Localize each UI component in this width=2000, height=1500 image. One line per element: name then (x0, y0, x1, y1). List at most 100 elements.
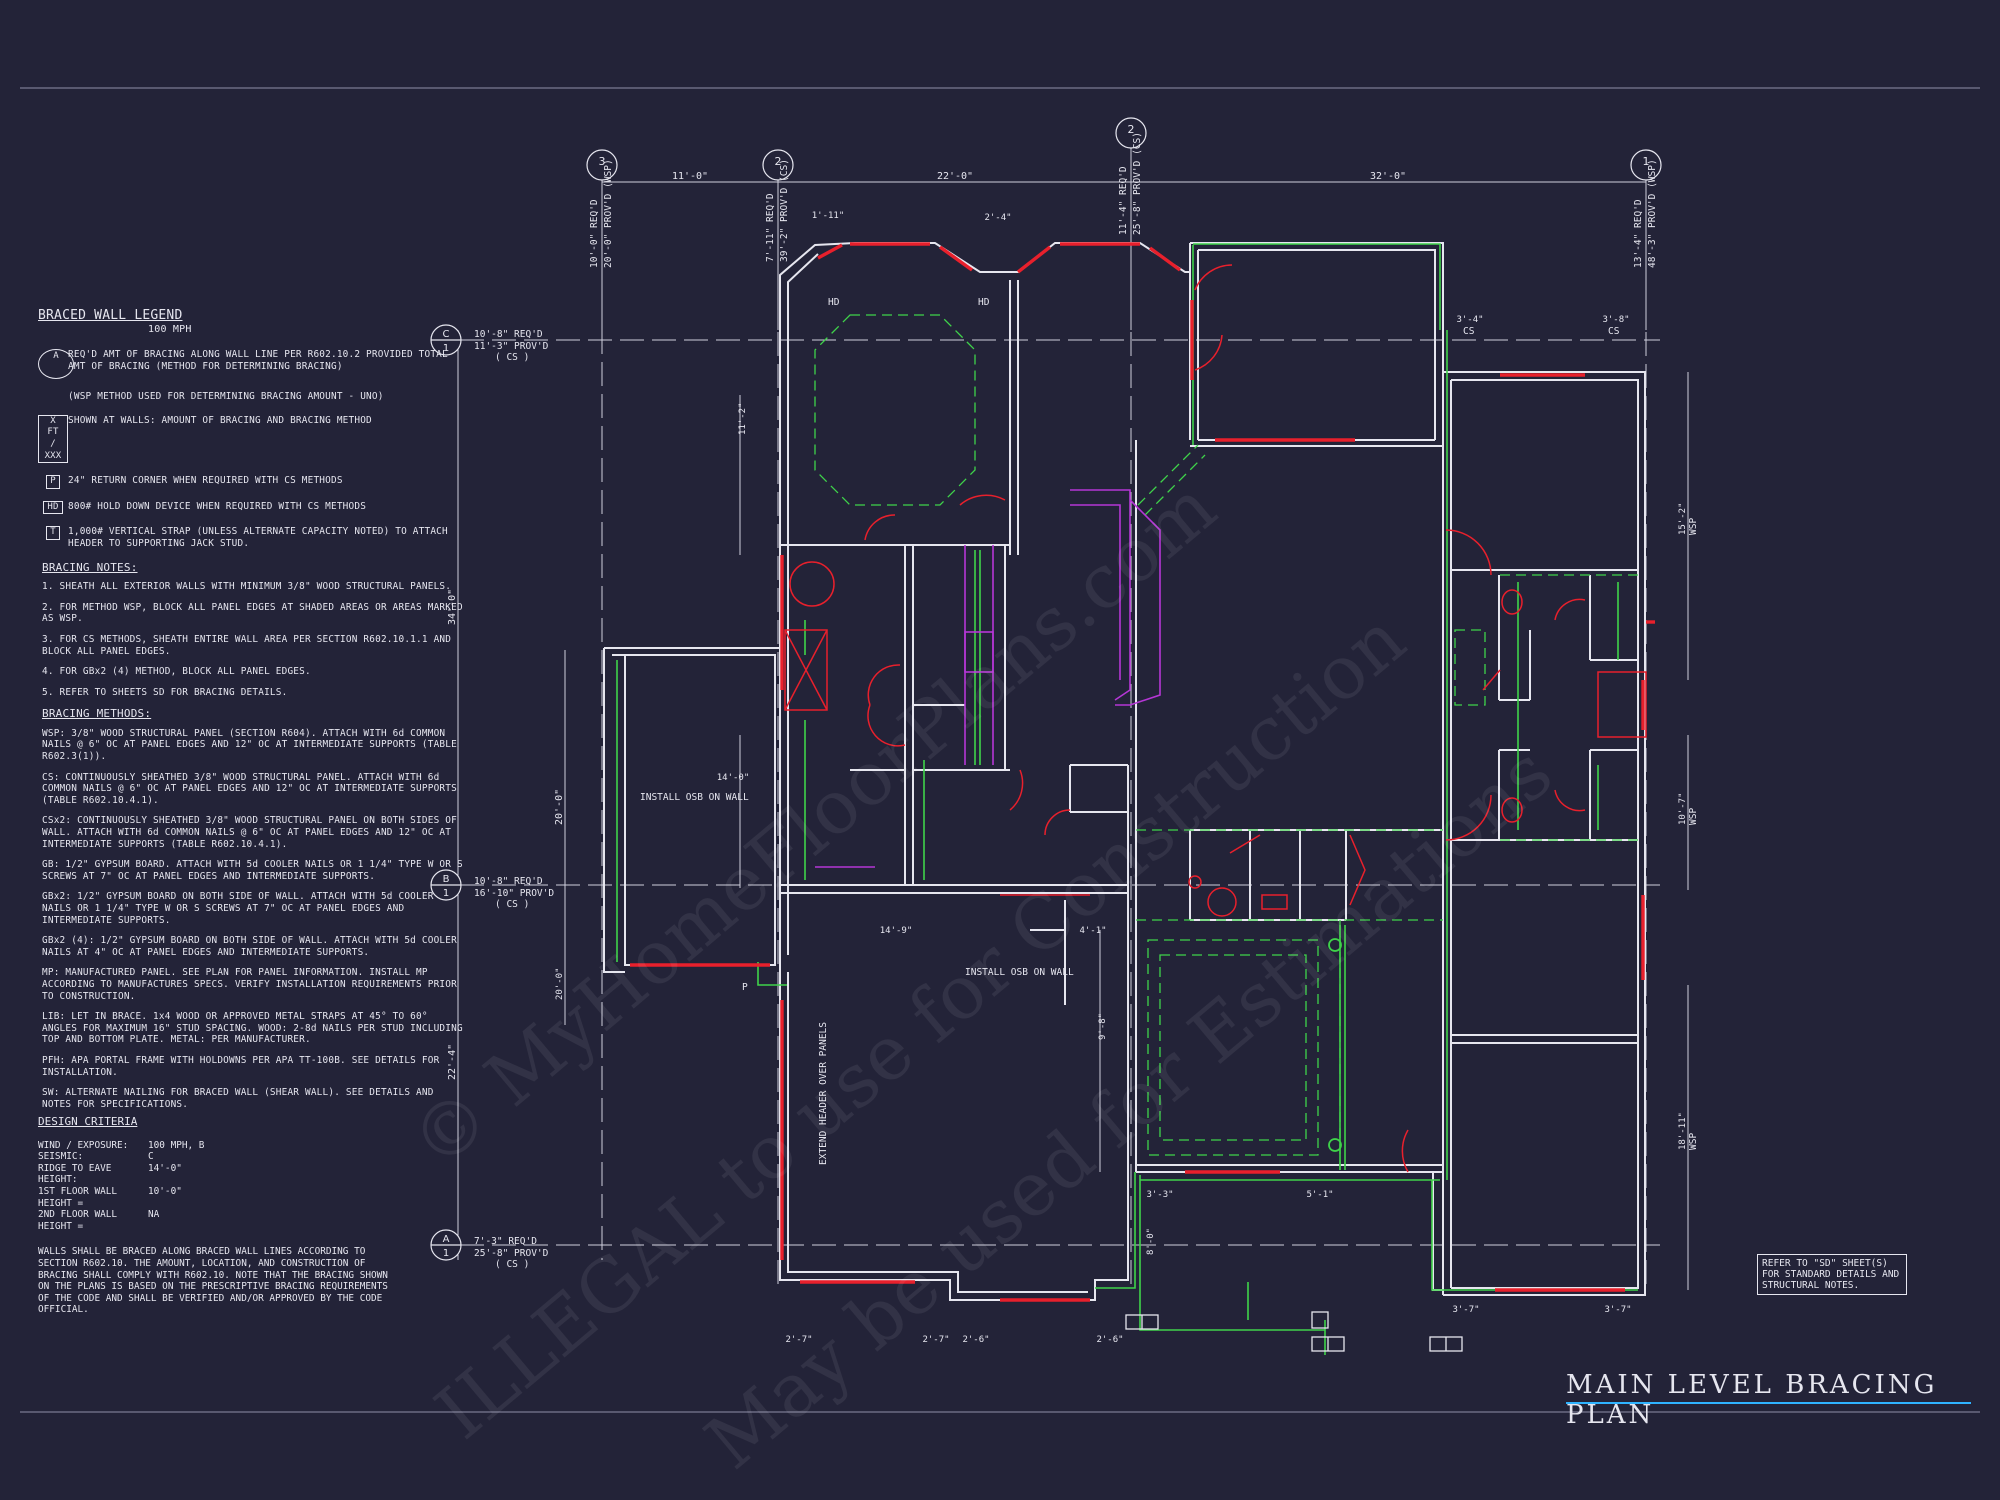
cs-tag-1: CS (1463, 326, 1475, 337)
legend-wind-speed: 100 MPH (148, 323, 192, 335)
grid-1-req: 13'-4" REQ'D (1633, 199, 1644, 268)
segment-dim: 2'-7" (785, 1335, 812, 1345)
criteria-key: 1ST FLOOR WALL HEIGHT = (38, 1185, 118, 1209)
segment-dim: 4'-1" (1079, 926, 1106, 936)
legend-item: X FT / XXX SHOWN AT WALLS: AMOUNT OF BRA… (38, 414, 468, 464)
criteria-row: RIDGE TO EAVE HEIGHT:14'-0" (38, 1163, 398, 1186)
grid-2b-req: 11'-4" REQ'D (1118, 166, 1129, 235)
bracing-method: CS: CONTINUOUSLY SHEATHED 3/8" WOOD STRU… (42, 771, 457, 806)
sheet-title-underline (1566, 1402, 1971, 1404)
design-criteria: DESIGN CRITERIA WIND / EXPOSURE:100 MPH,… (38, 1116, 398, 1316)
legend-symbol-box: HD (43, 500, 63, 515)
bracing-method: LIB: LET IN BRACE. 1x4 WOOD OR APPROVED … (42, 1011, 463, 1046)
grid-bubbles-top (586, 117, 1662, 181)
grid-bubble-a-sub: 1 (443, 1248, 449, 1259)
segment-dim: 2'-6" (1096, 1335, 1123, 1345)
bracing-method: GBx2 (4): 1/2" GYPSUM BOARD ON BOTH SIDE… (42, 935, 457, 958)
criteria-value: NA (148, 1209, 160, 1221)
grid-3-prov: 20'-0" PROV'D (WSP) (603, 159, 614, 268)
segment-dim: 15'-2" (1678, 502, 1688, 535)
legend-title: BRACED WALL LEGEND (38, 308, 183, 323)
refer-note-box: REFER TO "SD" SHEET(S) FOR STANDARD DETA… (1757, 1254, 1907, 1295)
braced-wall-segments (630, 242, 1655, 1302)
bracing-method: PFH: APA PORTAL FRAME WITH HOLDOWNS PER … (42, 1054, 440, 1078)
bracing-methods-title: BRACING METHODS: (42, 707, 152, 721)
legend-symbol-box: X FT / XXX (38, 414, 68, 464)
bracing-method: GBx2: 1/2" GYPSUM BOARD ON BOTH SIDE OF … (42, 891, 434, 926)
grid-bubble-b: B (443, 874, 450, 885)
grid-bubbles-left (430, 324, 462, 1261)
grid-a-method: ( CS ) (495, 1259, 529, 1270)
bracing-note: 2. FOR METHOD WSP, BLOCK ALL PANEL EDGES… (42, 601, 463, 625)
wsp-tag-2: WSP (1688, 808, 1699, 825)
legend-item-text: 24" RETURN CORNER WHEN REQUIRED WITH CS … (68, 475, 343, 487)
legend-symbol-box: P (46, 475, 60, 489)
grid-2a-prov: 39'-2" PROV'D (CS) (779, 159, 790, 262)
criteria-row: 2ND FLOOR WALL HEIGHT =NA (38, 1209, 398, 1232)
segment-dim: 3'-3" (1146, 1190, 1173, 1200)
grid-c-prov: 11'-3" PROV'D (474, 341, 549, 352)
grid-b-req: 10'-8" REQ'D (474, 876, 543, 887)
grid-bubble-1: 1 (1643, 155, 1650, 168)
legend-item: HD 800# HOLD DOWN DEVICE WHEN REQUIRED W… (38, 500, 468, 515)
segment-dim: 3'-7" (1604, 1305, 1631, 1315)
bracing-method: WSP: 3/8" WOOD STRUCTURAL PANEL (SECTION… (42, 727, 457, 763)
legend-item-text: SHOWN AT WALLS: AMOUNT OF BRACING AND BR… (68, 414, 372, 426)
legend-item-text: 1,000# VERTICAL STRAP (UNLESS ALTERNATE … (68, 526, 448, 549)
braced-wall-legend: BRACED WALL LEGEND 100 MPH A REQ'D AMT O… (38, 308, 468, 1119)
criteria-key: SEISMIC: (38, 1151, 84, 1163)
design-criteria-title: DESIGN CRITERIA (38, 1115, 138, 1128)
grid-bubble-2b: 2 (1128, 123, 1135, 136)
legend-item: A REQ'D AMT OF BRACING ALONG WALL LINE P… (38, 349, 468, 380)
hd-tag-1: HD (828, 297, 840, 308)
segment-dim: 14'-0" (717, 773, 750, 783)
grid-bubble-3: 3 (599, 155, 606, 168)
bracing-method: CSx2: CONTINUOUSLY SHEATHED 3/8" WOOD ST… (42, 815, 457, 850)
grid-bubble-c-sub: 1 (443, 343, 449, 354)
segment-dim: 10'-7" (1678, 792, 1688, 825)
bracing-method: SW: ALTERNATE NAILING FOR BRACED WALL (S… (42, 1087, 434, 1110)
grid-2a-req: 7'-11" REQ'D (765, 193, 776, 262)
top-dim-2: 22'-0" (937, 171, 973, 182)
top-dim-1: 11'-0" (672, 171, 708, 182)
grid-3-req: 10'-0" REQ'D (589, 199, 600, 268)
install-osb-label-2: INSTALL OSB ON WALL (965, 967, 1074, 978)
grid-1-prov: 48'-3" PROV'D (WSP) (1647, 159, 1658, 268)
wsp-tag-3: WSP (1688, 1133, 1699, 1150)
criteria-row: 1ST FLOOR WALL HEIGHT = 10'-0" (38, 1186, 398, 1209)
criteria-row: SEISMIC:C (38, 1151, 398, 1163)
segment-dim: 1'-11" (812, 211, 845, 221)
grid-b-prov: 16'-10" PROV'D (474, 888, 554, 899)
segment-dim: 18'-11" (1678, 1112, 1688, 1150)
legend-item-text: 800# HOLD DOWN DEVICE WHEN REQUIRED WITH… (68, 500, 367, 512)
legend-item: P 24" RETURN CORNER WHEN REQUIRED WITH C… (38, 475, 468, 489)
top-dim-3: 32'-0" (1370, 171, 1406, 182)
left-dim-3: 20'-0" (554, 789, 565, 825)
extend-header-label: EXTEND HEADER OVER PANELS (818, 1022, 829, 1165)
grid-b-method: ( CS ) (495, 899, 529, 910)
segment-dim: 20'-0" (555, 967, 565, 1000)
grid-bubble-b-sub: 1 (443, 888, 449, 899)
cs-tag-2: CS (1608, 326, 1620, 337)
grid-c-method: ( CS ) (495, 352, 529, 363)
legend-item: (WSP METHOD USED FOR DETERMINING BRACING… (38, 391, 468, 403)
criteria-key: WIND / EXPOSURE: (38, 1139, 129, 1151)
grid-c-req: 10'-8" REQ'D (474, 329, 543, 340)
segment-dim: 5'-1" (1306, 1190, 1333, 1200)
criteria-key: RIDGE TO EAVE HEIGHT: (38, 1162, 112, 1186)
ceiling-dashed-lines (814, 314, 1638, 1170)
grid-2b-prov: 25'-8" PROV'D (CS) (1132, 132, 1143, 235)
criteria-value: 10'-0" (148, 1185, 182, 1197)
grid-bubble-a: A (443, 1234, 450, 1245)
left-dim-1: 34'-0" (447, 589, 458, 625)
doors-and-fixtures (784, 264, 1647, 1173)
segment-dim: 2'-4" (984, 213, 1011, 223)
grid-a-req: 7'-3" REQ'D (474, 1236, 537, 1247)
criteria-row: WIND / EXPOSURE:100 MPH, B (38, 1140, 398, 1152)
left-dim-2: 22'-4" (447, 1044, 458, 1080)
bracing-note: 5. REFER TO SHEETS SD FOR BRACING DETAIL… (42, 686, 288, 698)
segment-dim: 14'-9" (880, 926, 913, 936)
bracing-note: 3. FOR CS METHODS, SHEATH ENTIRE WALL AR… (42, 633, 452, 657)
segment-dim: 3'-8" (1602, 315, 1629, 325)
